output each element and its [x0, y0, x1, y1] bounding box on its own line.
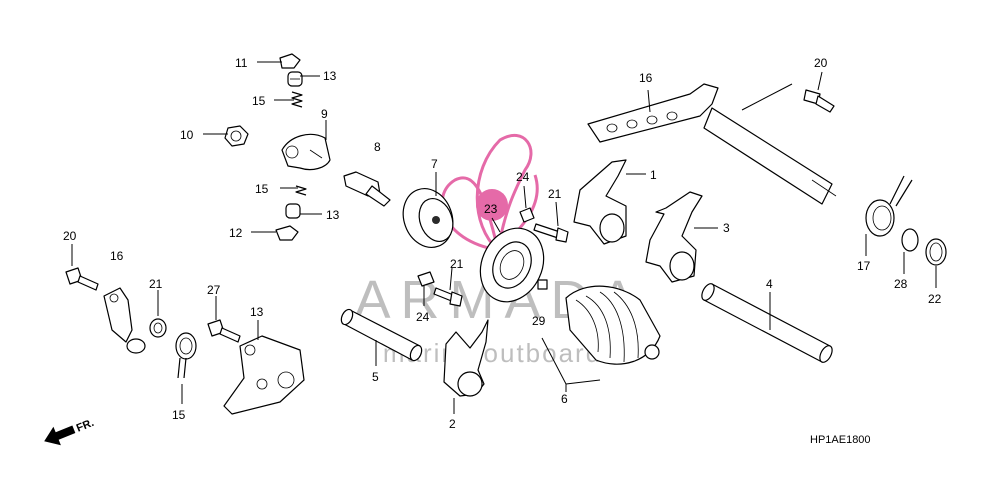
part-15-spring-top — [291, 91, 303, 108]
callout-11: 11 — [235, 56, 248, 70]
callout-19: 17 — [857, 259, 871, 273]
callout-1: 1 — [650, 168, 657, 182]
callout-13-top: 13 — [323, 69, 337, 83]
part-18-gearshift-spindle — [587, 83, 837, 205]
part-19-return-spring — [865, 175, 913, 237]
callout-3: 3 — [723, 221, 730, 235]
part-12-cap — [275, 225, 299, 241]
part-28-circlip — [901, 228, 919, 252]
part-4-fork-shaft — [701, 283, 833, 363]
part-27-bolt — [207, 319, 241, 343]
callout-28: 28 — [894, 277, 908, 291]
callout-4: 4 — [766, 277, 773, 291]
callout-13-mid: 13 — [326, 208, 340, 222]
part-20-bolt — [803, 89, 835, 113]
callout-24-lower: 24 — [416, 310, 430, 324]
callout-24-upper: 24 — [516, 170, 530, 184]
part-16-stopper-arm — [103, 287, 146, 354]
part-11-cap — [279, 53, 301, 69]
part-13-roller-top — [287, 71, 303, 87]
callout-15-top: 15 — [252, 94, 266, 108]
callout-26: 23 — [484, 202, 498, 216]
part-8-pin — [343, 171, 391, 207]
callout-25: 22 — [928, 292, 942, 306]
front-direction-label: FR. — [75, 417, 96, 435]
part-21-bolt-lower — [433, 287, 463, 307]
callout-6: 6 — [561, 392, 568, 406]
part-29-pin — [537, 279, 548, 290]
part-22-bolt — [65, 267, 99, 291]
callout-8: 8 — [374, 140, 381, 154]
callout-21-lower: 21 — [450, 257, 464, 271]
part-17-spring — [175, 332, 197, 379]
part-21-bolt-upper — [533, 223, 569, 243]
part-1-shift-fork — [573, 159, 627, 245]
part-15-spring-mid — [295, 185, 307, 196]
part-24-collar-upper — [519, 207, 535, 223]
part-7-drum-center — [402, 188, 454, 248]
callout-12: 12 — [229, 226, 243, 240]
callout-5: 5 — [372, 370, 379, 384]
callout-22: 20 — [63, 229, 77, 243]
part-26-bearing — [479, 227, 545, 303]
callout-15-mid: 15 — [255, 182, 269, 196]
part-13-roller-mid — [285, 203, 301, 219]
callout-23: 21 — [149, 277, 163, 291]
callout-18: 16 — [639, 71, 653, 85]
part-6-shift-drum — [565, 285, 661, 365]
callout-17: 15 — [172, 408, 186, 422]
part-10-nut — [224, 125, 249, 147]
callouts: 11 13 15 9 10 8 15 13 12 7 23 24 21 21 2… — [63, 56, 942, 431]
part-14-plate — [223, 335, 305, 415]
callout-16: 16 — [110, 249, 124, 263]
part-9-stopper-arm — [281, 133, 331, 171]
front-direction-indicator: FR. — [44, 417, 96, 446]
part-3-shift-fork — [645, 191, 703, 283]
part-23-washer — [149, 318, 167, 338]
callout-2: 2 — [449, 417, 456, 431]
callout-14: 13 — [250, 305, 264, 319]
part-5-fork-shaft — [340, 308, 423, 362]
callout-7: 7 — [431, 157, 438, 171]
part-24-collar-lower — [417, 271, 435, 287]
part-25-washer — [925, 238, 947, 266]
callout-27: 27 — [207, 283, 221, 297]
callout-21-upper: 21 — [548, 187, 562, 201]
part-2-shift-fork — [443, 319, 489, 397]
callout-10: 10 — [180, 128, 194, 142]
callout-9: 9 — [321, 107, 328, 121]
callout-29: 29 — [532, 314, 546, 328]
callout-20: 20 — [814, 56, 828, 70]
front-arrow-icon — [44, 425, 76, 446]
diagram-code: HP1AE1800 — [810, 434, 871, 446]
